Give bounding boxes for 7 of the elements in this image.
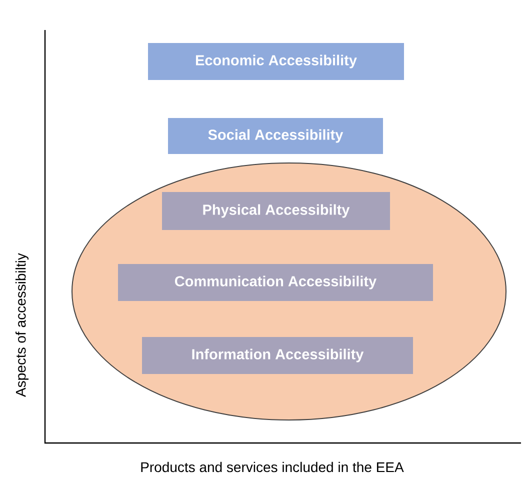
axis-label: Aspects of accessibiltiy	[15, 253, 29, 397]
label-box: Social Accessibility	[168, 118, 383, 154]
label-box: Information Accessibility	[142, 337, 413, 374]
label-box: Physical Accessibilty	[162, 192, 390, 230]
label-box: Economic Accessibility	[148, 43, 404, 80]
axis-label: Products and services included in the EEA	[141, 462, 404, 472]
label-box: Communication Accessibility	[118, 264, 433, 301]
